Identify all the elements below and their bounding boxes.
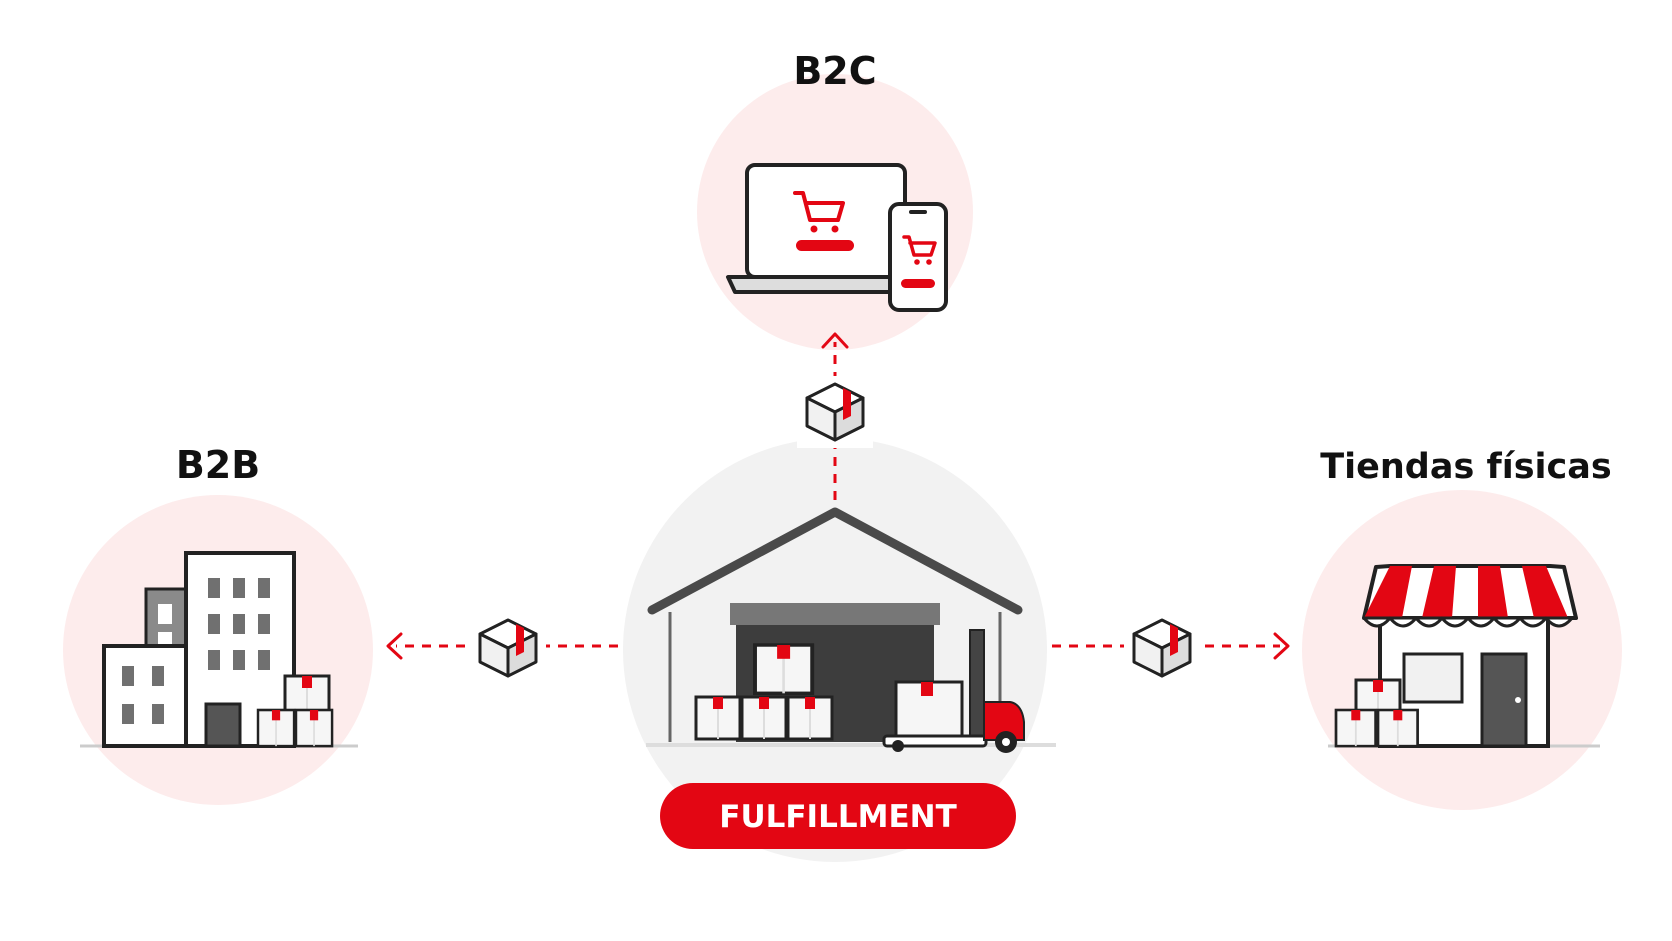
warehouse-forklift-icon (646, 507, 1056, 753)
connector-to-b2c (821, 332, 849, 500)
b2b-label: B2B (176, 443, 260, 487)
connector-to-stores (1052, 632, 1290, 660)
fulfillment-label: FULFILLMENT (719, 799, 956, 835)
package-icon-right (1124, 612, 1200, 684)
storefront-awning-icon (1328, 564, 1600, 748)
stores-label: Tiendas físicas (1320, 447, 1611, 487)
package-icon-left (470, 612, 546, 684)
laptop-and-phone-shopping-cart-icon (726, 163, 948, 312)
b2c-label: B2C (793, 49, 876, 93)
office-buildings-icon (80, 551, 358, 748)
package-icon-top (797, 376, 873, 448)
fulfillment-badge: FULFILLMENT (660, 783, 1016, 849)
